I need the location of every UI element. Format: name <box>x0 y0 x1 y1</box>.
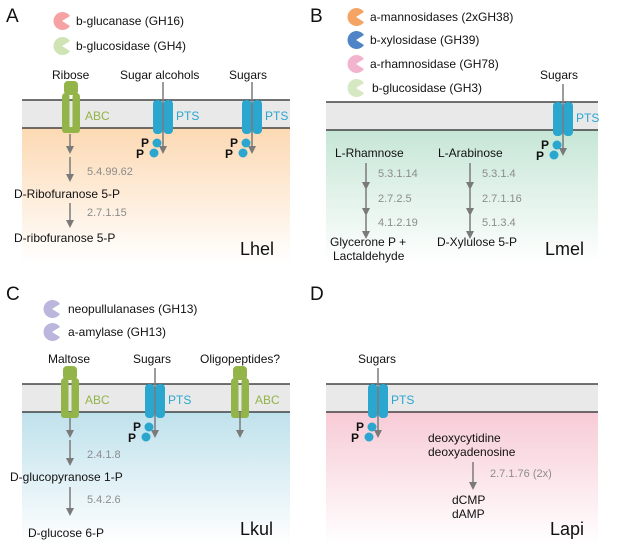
ec-number: 5.4.99.62 <box>87 166 133 178</box>
enzyme-legend: b-glucanase (GH16) b-glucosidase (GH4) <box>53 12 186 55</box>
substrate-label: Sugars <box>540 68 578 82</box>
metabolite: dCMP <box>452 493 485 507</box>
enzyme-label: a-amylase (GH13) <box>68 325 166 339</box>
metabolite: D-Xylulose 5-P <box>437 235 517 249</box>
panel-d: D Sugars PTS P P deoxycytidine deoxyaden… <box>310 284 598 544</box>
enzyme-label: neopullulanases (GH13) <box>68 302 197 316</box>
organism-label: Lapi <box>550 519 584 539</box>
membrane <box>326 102 598 130</box>
pacman-icon <box>43 300 60 319</box>
enzyme-legend: neopullulanases (GH13) a-amylase (GH13) <box>43 300 197 341</box>
phosphate-label: P <box>351 431 359 445</box>
phosphate-label: P <box>133 420 141 434</box>
pts-label: PTS <box>391 393 414 407</box>
enzyme-label: b-glucosidase (GH3) <box>372 81 482 95</box>
ec-number: 2.4.1.8 <box>87 449 121 461</box>
organism-label: Lmel <box>545 239 584 259</box>
ec-number: 4.1.2.19 <box>378 217 418 229</box>
pts-label: PTS <box>168 393 191 407</box>
abc-label: ABC <box>85 393 110 407</box>
phosphate-label: P <box>356 420 364 434</box>
metabolite: dAMP <box>452 507 485 521</box>
ec-number: 5.1.3.4 <box>482 217 516 229</box>
metabolite: D-Ribofuranose 5-P <box>14 187 120 201</box>
pts-label: PTS <box>265 109 288 123</box>
organism-label: Lhel <box>240 239 274 259</box>
ec-number: 2.7.1.76 (2x) <box>490 468 552 480</box>
enzyme-label: a-mannosidases (2xGH38) <box>370 10 513 24</box>
enzyme-label: a-rhamnosidase (GH78) <box>370 57 499 71</box>
phosphate-label: P <box>230 136 238 150</box>
organism-label: Lkul <box>240 519 273 539</box>
panel-letter: B <box>310 6 323 27</box>
pacman-icon <box>347 54 364 73</box>
substrate-label: Sugars <box>229 68 267 82</box>
panel-b: B a-mannosidases (2xGH38) b-xylosidase (… <box>310 6 599 263</box>
metabolite: D-ribofuranose 5-P <box>14 231 115 245</box>
enzyme-label: b-glucosidase (GH4) <box>76 39 186 53</box>
phosphate-label: P <box>541 138 549 152</box>
substrate-label: Sugar alcohols <box>120 68 199 82</box>
pacman-icon <box>347 8 364 27</box>
ec-number: 2.7.1.15 <box>87 207 127 219</box>
phosphate-label: P <box>536 149 544 163</box>
enzyme-legend: a-mannosidases (2xGH38) b-xylosidase (GH… <box>347 8 513 97</box>
enzyme-label: b-glucanase (GH16) <box>76 14 184 28</box>
pacman-icon <box>347 31 364 49</box>
pacman-icon <box>43 323 60 341</box>
ec-number: 2.7.2.5 <box>378 193 412 205</box>
ec-number: 5.3.1.14 <box>378 168 418 180</box>
panel-letter: A <box>6 6 19 27</box>
metabolite: L-Arabinose <box>438 146 503 160</box>
phosphate-label: P <box>128 431 136 445</box>
pacman-icon <box>347 79 364 97</box>
substrate-label: Maltose <box>48 352 90 366</box>
metabolite: deoxyadenosine <box>428 445 516 459</box>
pts-label: PTS <box>576 111 599 125</box>
phosphate-label: P <box>136 147 144 161</box>
substrate-label: Sugars <box>358 352 396 366</box>
substrate-label: Sugars <box>133 352 171 366</box>
pts-label: PTS <box>176 109 199 123</box>
pacman-icon <box>53 12 70 30</box>
panel-letter: D <box>310 284 324 305</box>
ec-number: 5.3.1.4 <box>482 168 516 180</box>
membrane <box>326 384 598 412</box>
metabolite: D-glucose 6-P <box>28 526 104 540</box>
phosphate-label: P <box>225 147 233 161</box>
metabolite: deoxycytidine <box>428 431 501 445</box>
metabolite: Glycerone P + <box>330 235 406 249</box>
abc-label: ABC <box>255 393 280 407</box>
enzyme-label: b-xylosidase (GH39) <box>370 33 479 47</box>
ec-number: 5.4.2.6 <box>87 494 121 506</box>
phosphate-label: P <box>141 136 149 150</box>
metabolite: Lactaldehyde <box>333 249 405 263</box>
substrate-label: Oligopeptides? <box>200 352 280 366</box>
panel-letter: C <box>6 284 20 305</box>
substrate-label: Ribose <box>52 68 90 82</box>
abc-label: ABC <box>85 109 110 123</box>
pacman-icon <box>53 37 70 55</box>
panel-c: C neopullulanases (GH13) a-amylase (GH13… <box>6 284 290 544</box>
metabolite: D-glucopyranose 1-P <box>10 470 123 484</box>
panel-a: A b-glucanase (GH16) b-glucosidase (GH4)… <box>6 6 290 263</box>
ec-number: 2.7.1.16 <box>482 193 522 205</box>
metabolite: L-Rhamnose <box>335 146 404 160</box>
